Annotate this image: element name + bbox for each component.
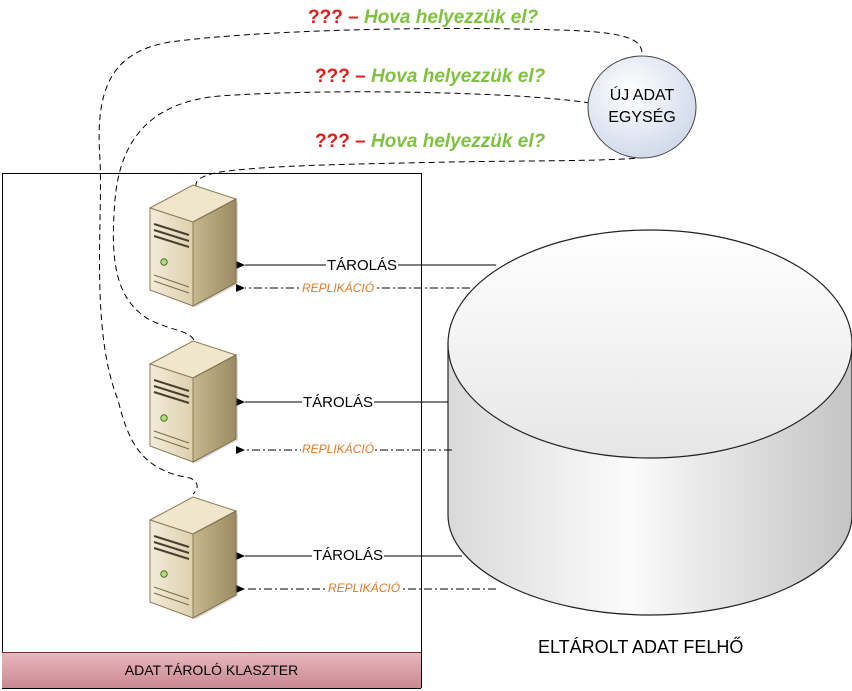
store-label-3: TÁROLÁS (312, 547, 385, 564)
replication-label-1: REPLIKÁCIÓ (301, 281, 376, 295)
cluster-title: ADAT TÁROLÓ KLASZTER (124, 662, 299, 678)
server-icon (149, 184, 239, 308)
placement-question-3: ??? – Hova helyezzük el? (315, 132, 545, 151)
placement-path-3 (195, 152, 665, 188)
cloud-title: ELTÁROLT ADAT FELHŐ (538, 637, 744, 657)
question-text: Hova helyezzük el? (370, 131, 546, 152)
placement-question-2: ??? – Hova helyezzük el? (315, 67, 545, 86)
server-icon (149, 340, 239, 464)
replication-label-2: REPLIKÁCIÓ (301, 442, 376, 456)
question-dash: – (355, 131, 366, 152)
new-data-unit-node (587, 55, 697, 159)
question-marks: ??? (308, 7, 343, 28)
placement-question-1: ??? – Hova helyezzük el? (308, 8, 538, 27)
store-label-2: TÁROLÁS (302, 394, 375, 411)
server-icon (149, 496, 239, 620)
question-marks: ??? (315, 131, 350, 152)
question-dash: – (348, 7, 359, 28)
new-data-unit-label: ÚJ ADAT EGYSÉG (588, 85, 696, 129)
new-data-unit-line1: ÚJ ADAT (609, 87, 675, 104)
question-dash: – (355, 66, 366, 87)
question-text: Hova helyezzük el? (370, 66, 546, 87)
cluster-title-bar (2, 652, 421, 689)
question-marks: ??? (315, 66, 350, 87)
question-text: Hova helyezzük el? (363, 7, 539, 28)
placement-path-1 (98, 28, 643, 495)
cloud-cylinder (447, 229, 852, 616)
new-data-unit-line2: EGYSÉG (608, 109, 676, 126)
store-label-1: TÁROLÁS (326, 257, 399, 274)
replication-label-3: REPLIKÁCIÓ (327, 581, 402, 595)
